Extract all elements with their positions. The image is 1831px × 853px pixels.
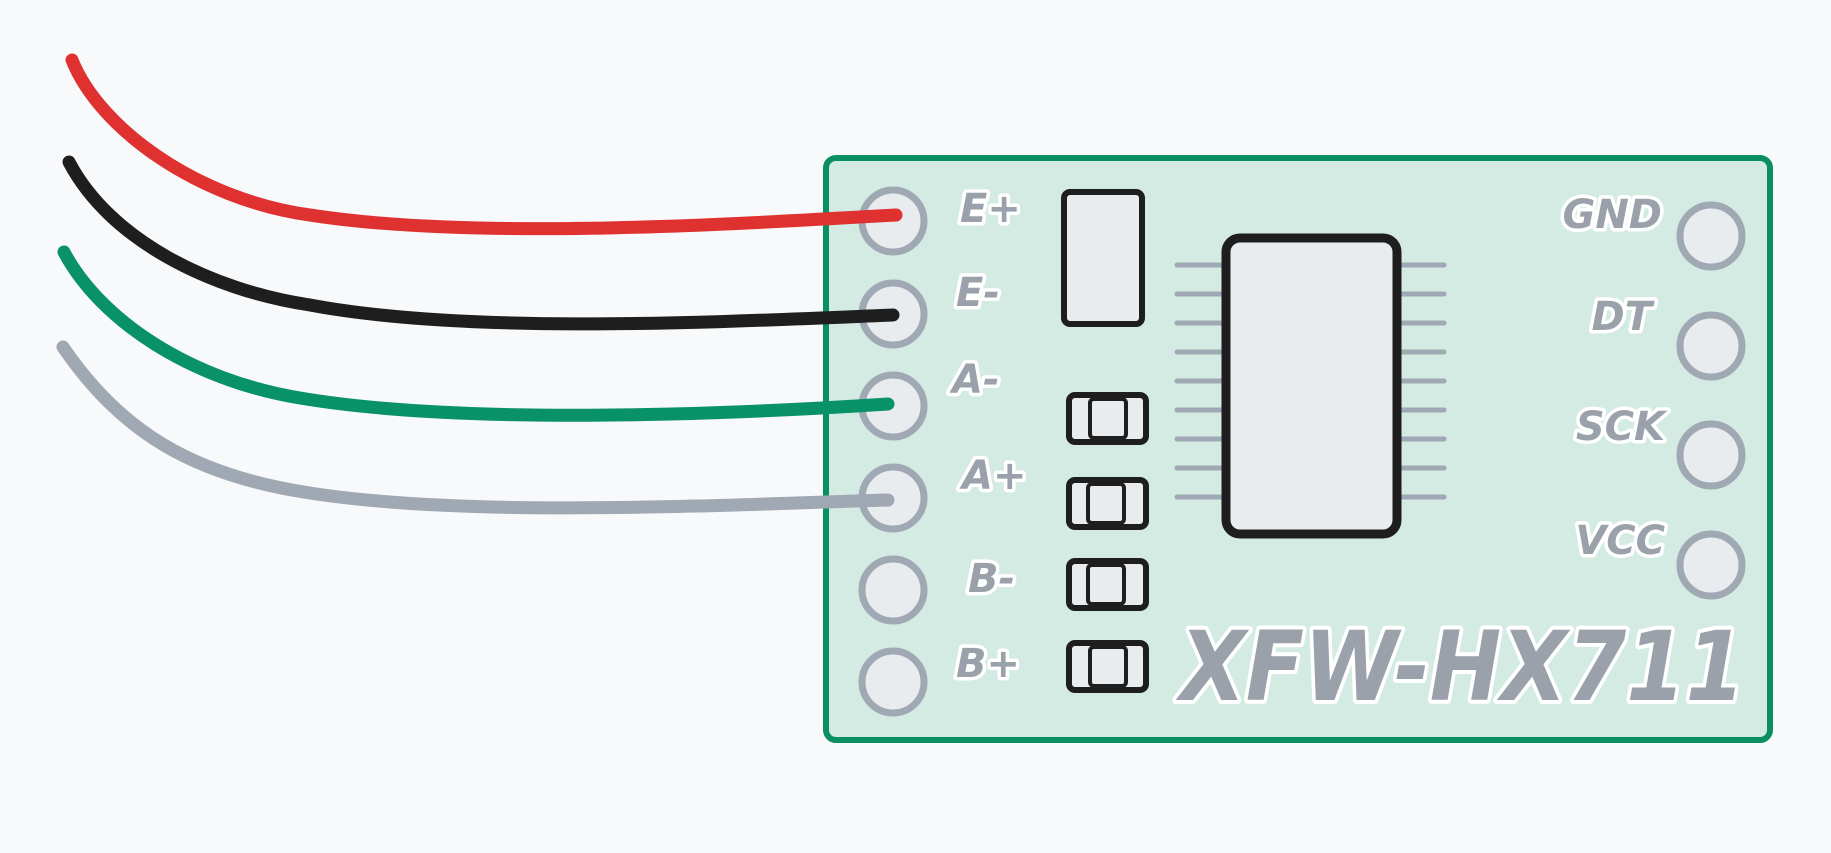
ic-chip [1221,233,1402,539]
smd-resistor [1066,392,1149,445]
pin-pad-dt [1676,311,1746,381]
left-pin-labels: E+ E- A- A+ B- B+ [946,183,1030,691]
smd-resistor [1066,558,1149,611]
pin-label-dt: DT [1592,294,1655,340]
pin-label-sck: SCK [1576,404,1668,450]
right-pin-labels: GND DT SCK VCC [1559,189,1672,568]
pin-pad-b-minus [858,555,928,625]
smd-resistor [1066,477,1149,530]
pin-label-a-plus: A+ [959,453,1026,499]
board-title: XFW-HX711 [1176,611,1745,723]
wires [56,53,903,515]
smd-resistors [1066,392,1149,693]
pin-label-a-minus: A- [949,357,1000,403]
pin-label-e-minus: E- [956,270,1000,316]
right-pin-pads [1676,201,1746,600]
wire-green [57,245,895,422]
wire-gray [56,340,895,515]
wire-red [65,53,903,236]
pin-pad-b-plus [858,647,928,717]
pin-label-vcc: VCC [1575,518,1665,564]
pin-label-e-plus: E+ [960,186,1021,232]
capacitor [1061,189,1145,327]
pin-pad-vcc [1676,530,1746,600]
wire-black [62,155,900,331]
pin-label-b-plus: B+ [956,641,1020,687]
pin-pad-gnd [1676,201,1746,271]
pin-pad-sck [1676,420,1746,490]
pin-label-gnd: GND [1562,192,1662,238]
smd-resistor [1066,640,1149,693]
ic-pins [1174,262,1447,500]
pin-label-b-minus: B- [968,556,1015,602]
